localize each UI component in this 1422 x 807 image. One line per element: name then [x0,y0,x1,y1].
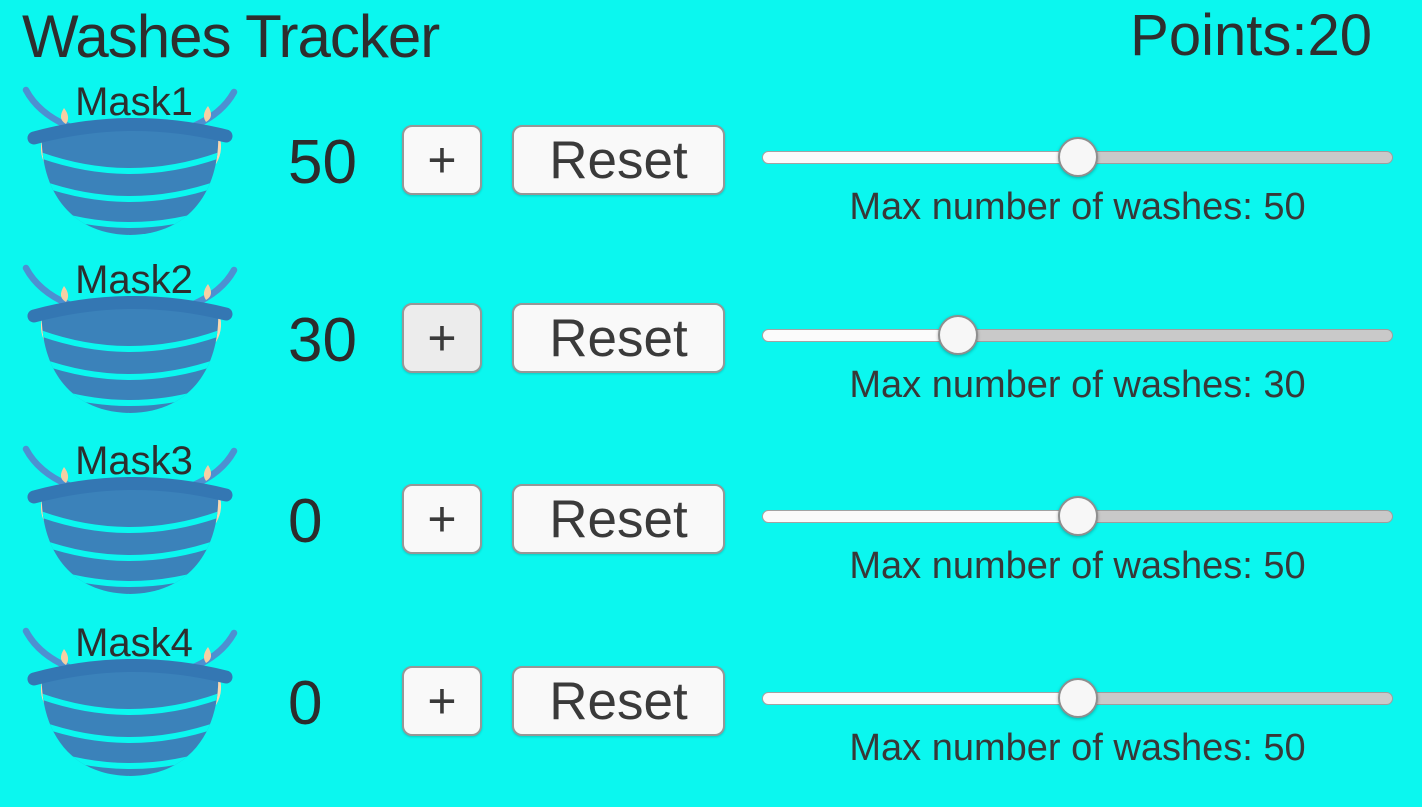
max-washes-slider[interactable] [762,137,1393,177]
mask-name-label: Mask2 [75,258,193,302]
slider-fill [762,151,1078,164]
max-washes-caption: Max number of washes: 50 [849,186,1306,228]
points-label: Points: [1130,3,1308,68]
slider-thumb[interactable] [1057,496,1098,536]
increment-button[interactable]: + [402,303,482,373]
reset-button[interactable]: Reset [512,666,725,736]
mask-row: Mask2 30 + Reset Max number of washes: 3… [0,258,1422,444]
wash-count: 30 [288,306,357,375]
page-title: Washes Tracker [22,3,440,70]
max-washes-caption: Max number of washes: 50 [849,545,1306,587]
slider-fill [762,510,1078,523]
slider-thumb[interactable] [1057,137,1098,177]
points-value: 20 [1307,3,1372,68]
mask-name-label: Mask3 [75,439,193,483]
mask-row: Mask3 0 + Reset Max number of washes: 50 [0,439,1422,625]
max-washes-slider[interactable] [762,678,1393,718]
max-washes-caption: Max number of washes: 50 [849,727,1306,769]
mask-icon: Mask1 [18,80,242,244]
mask-icon: Mask4 [18,621,242,785]
points-display: Points:20 [1130,2,1372,69]
slider-thumb[interactable] [1057,678,1098,718]
max-washes-slider[interactable] [762,496,1393,536]
increment-button[interactable]: + [402,666,482,736]
wash-count: 0 [288,487,323,556]
wash-count: 50 [288,128,357,197]
mask-name-label: Mask1 [75,80,193,124]
mask-icon: Mask2 [18,258,242,422]
reset-button[interactable]: Reset [512,125,725,195]
wash-count: 0 [288,669,323,738]
max-washes-slider[interactable] [762,315,1393,355]
increment-button[interactable]: + [402,125,482,195]
increment-button[interactable]: + [402,484,482,554]
max-washes-caption: Max number of washes: 30 [849,364,1306,406]
mask-row: Mask1 50 + Reset Max number of washes: 5… [0,80,1422,266]
slider-thumb[interactable] [937,315,978,355]
mask-row: Mask4 0 + Reset Max number of washes: 50 [0,621,1422,807]
slider-fill [762,329,958,342]
mask-name-label: Mask4 [75,621,193,665]
reset-button[interactable]: Reset [512,303,725,373]
reset-button[interactable]: Reset [512,484,725,554]
slider-fill [762,692,1078,705]
mask-icon: Mask3 [18,439,242,603]
